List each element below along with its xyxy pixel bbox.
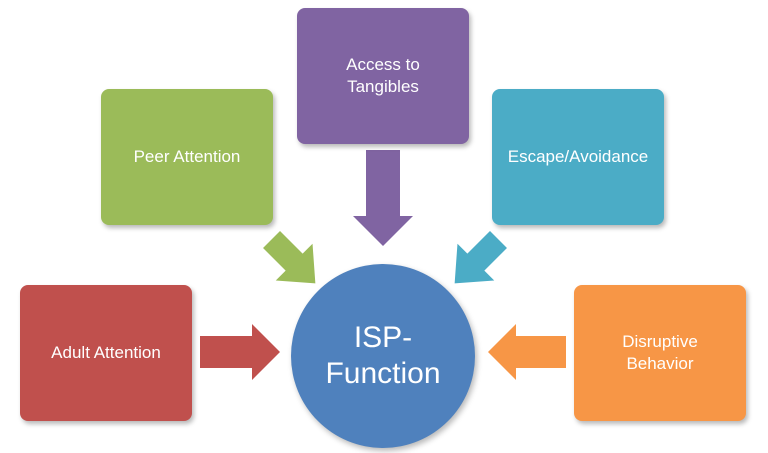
arrow-escape-to-center — [454, 231, 507, 284]
escape-avoidance-box: Escape/Avoidance — [492, 89, 664, 225]
arrow-adult-to-center — [200, 324, 280, 380]
center-line2: Function — [325, 357, 441, 390]
isp-function-circle: ISP- Function — [291, 264, 475, 448]
adult-attention-box: Adult Attention — [20, 285, 192, 421]
disruptive-behavior-box: Disruptive Behavior — [574, 285, 746, 421]
arrow-peer-to-center — [263, 231, 316, 284]
peer-attention-label: Peer Attention — [133, 146, 241, 166]
access-to-tangibles-line2: Tangibles — [347, 77, 419, 96]
access-to-tangibles-line1: Access to — [346, 54, 420, 74]
disruptive-behavior-line2: Behavior — [626, 354, 694, 373]
adult-attention-label: Adult Attention — [51, 342, 161, 362]
access-to-tangibles-box: Access to Tangibles — [297, 8, 469, 144]
arrow-disruptive-to-center — [488, 324, 566, 380]
peer-attention-box: Peer Attention — [101, 89, 273, 225]
escape-avoidance-label: Escape/Avoidance — [507, 146, 649, 166]
disruptive-behavior-line1: Disruptive — [622, 331, 698, 351]
center-line1: ISP- — [353, 321, 413, 354]
arrow-access-to-center — [353, 150, 413, 246]
